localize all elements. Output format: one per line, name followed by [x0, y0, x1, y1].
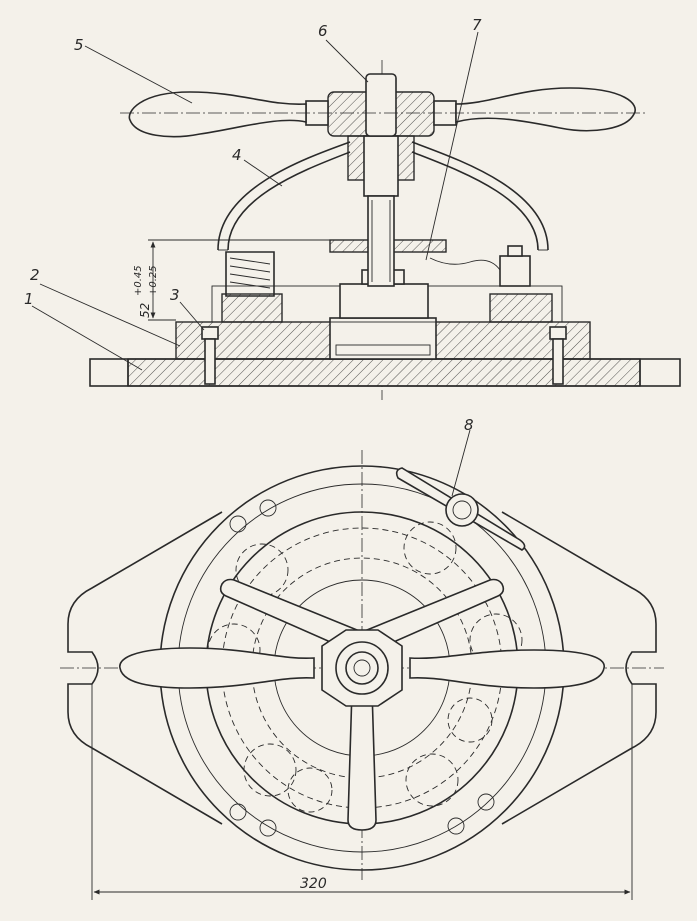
leader-lines	[31, 31, 479, 371]
yoke-frame	[217, 141, 549, 251]
height-dimension: 52 +0.45 +0.25	[133, 239, 340, 321]
callout-8: 8	[464, 416, 474, 434]
screw-marks	[229, 499, 495, 837]
handle-hub	[305, 73, 457, 137]
svg-text:+0.45: +0.45	[133, 265, 144, 296]
plan-handles	[119, 647, 605, 689]
center-screw	[347, 135, 415, 287]
width-dimension: 320	[91, 684, 633, 900]
height-dim-value: 52	[138, 303, 152, 318]
fixing-screws	[201, 326, 567, 385]
clamp-lever	[395, 429, 526, 551]
svg-text:+0.25: +0.25	[148, 265, 159, 296]
callout-1: 1	[24, 290, 34, 308]
height-dim-tol-upper: +0.45	[133, 265, 144, 296]
middle-plate	[175, 317, 591, 360]
base-plate	[89, 358, 681, 387]
width-dim-value: 320	[300, 876, 327, 892]
callout-7: 7	[472, 16, 482, 34]
plan-hub	[321, 629, 403, 707]
plan-view: 8 320	[60, 416, 664, 900]
callout-3: 3	[170, 286, 180, 304]
callout-6: 6	[318, 22, 328, 40]
callout-4: 4	[232, 146, 242, 164]
front-section-view: 52 +0.45 +0.25 5 6 7 4 2 1 3	[24, 16, 681, 400]
base-outline	[67, 511, 657, 825]
spider-arms	[219, 578, 505, 831]
callout-5: 5	[74, 36, 84, 54]
handle-grips	[120, 87, 645, 138]
height-dim-tol-lower: +0.25	[148, 265, 159, 296]
svg-text:52: 52	[138, 303, 152, 318]
callout-2: 2	[30, 266, 40, 284]
